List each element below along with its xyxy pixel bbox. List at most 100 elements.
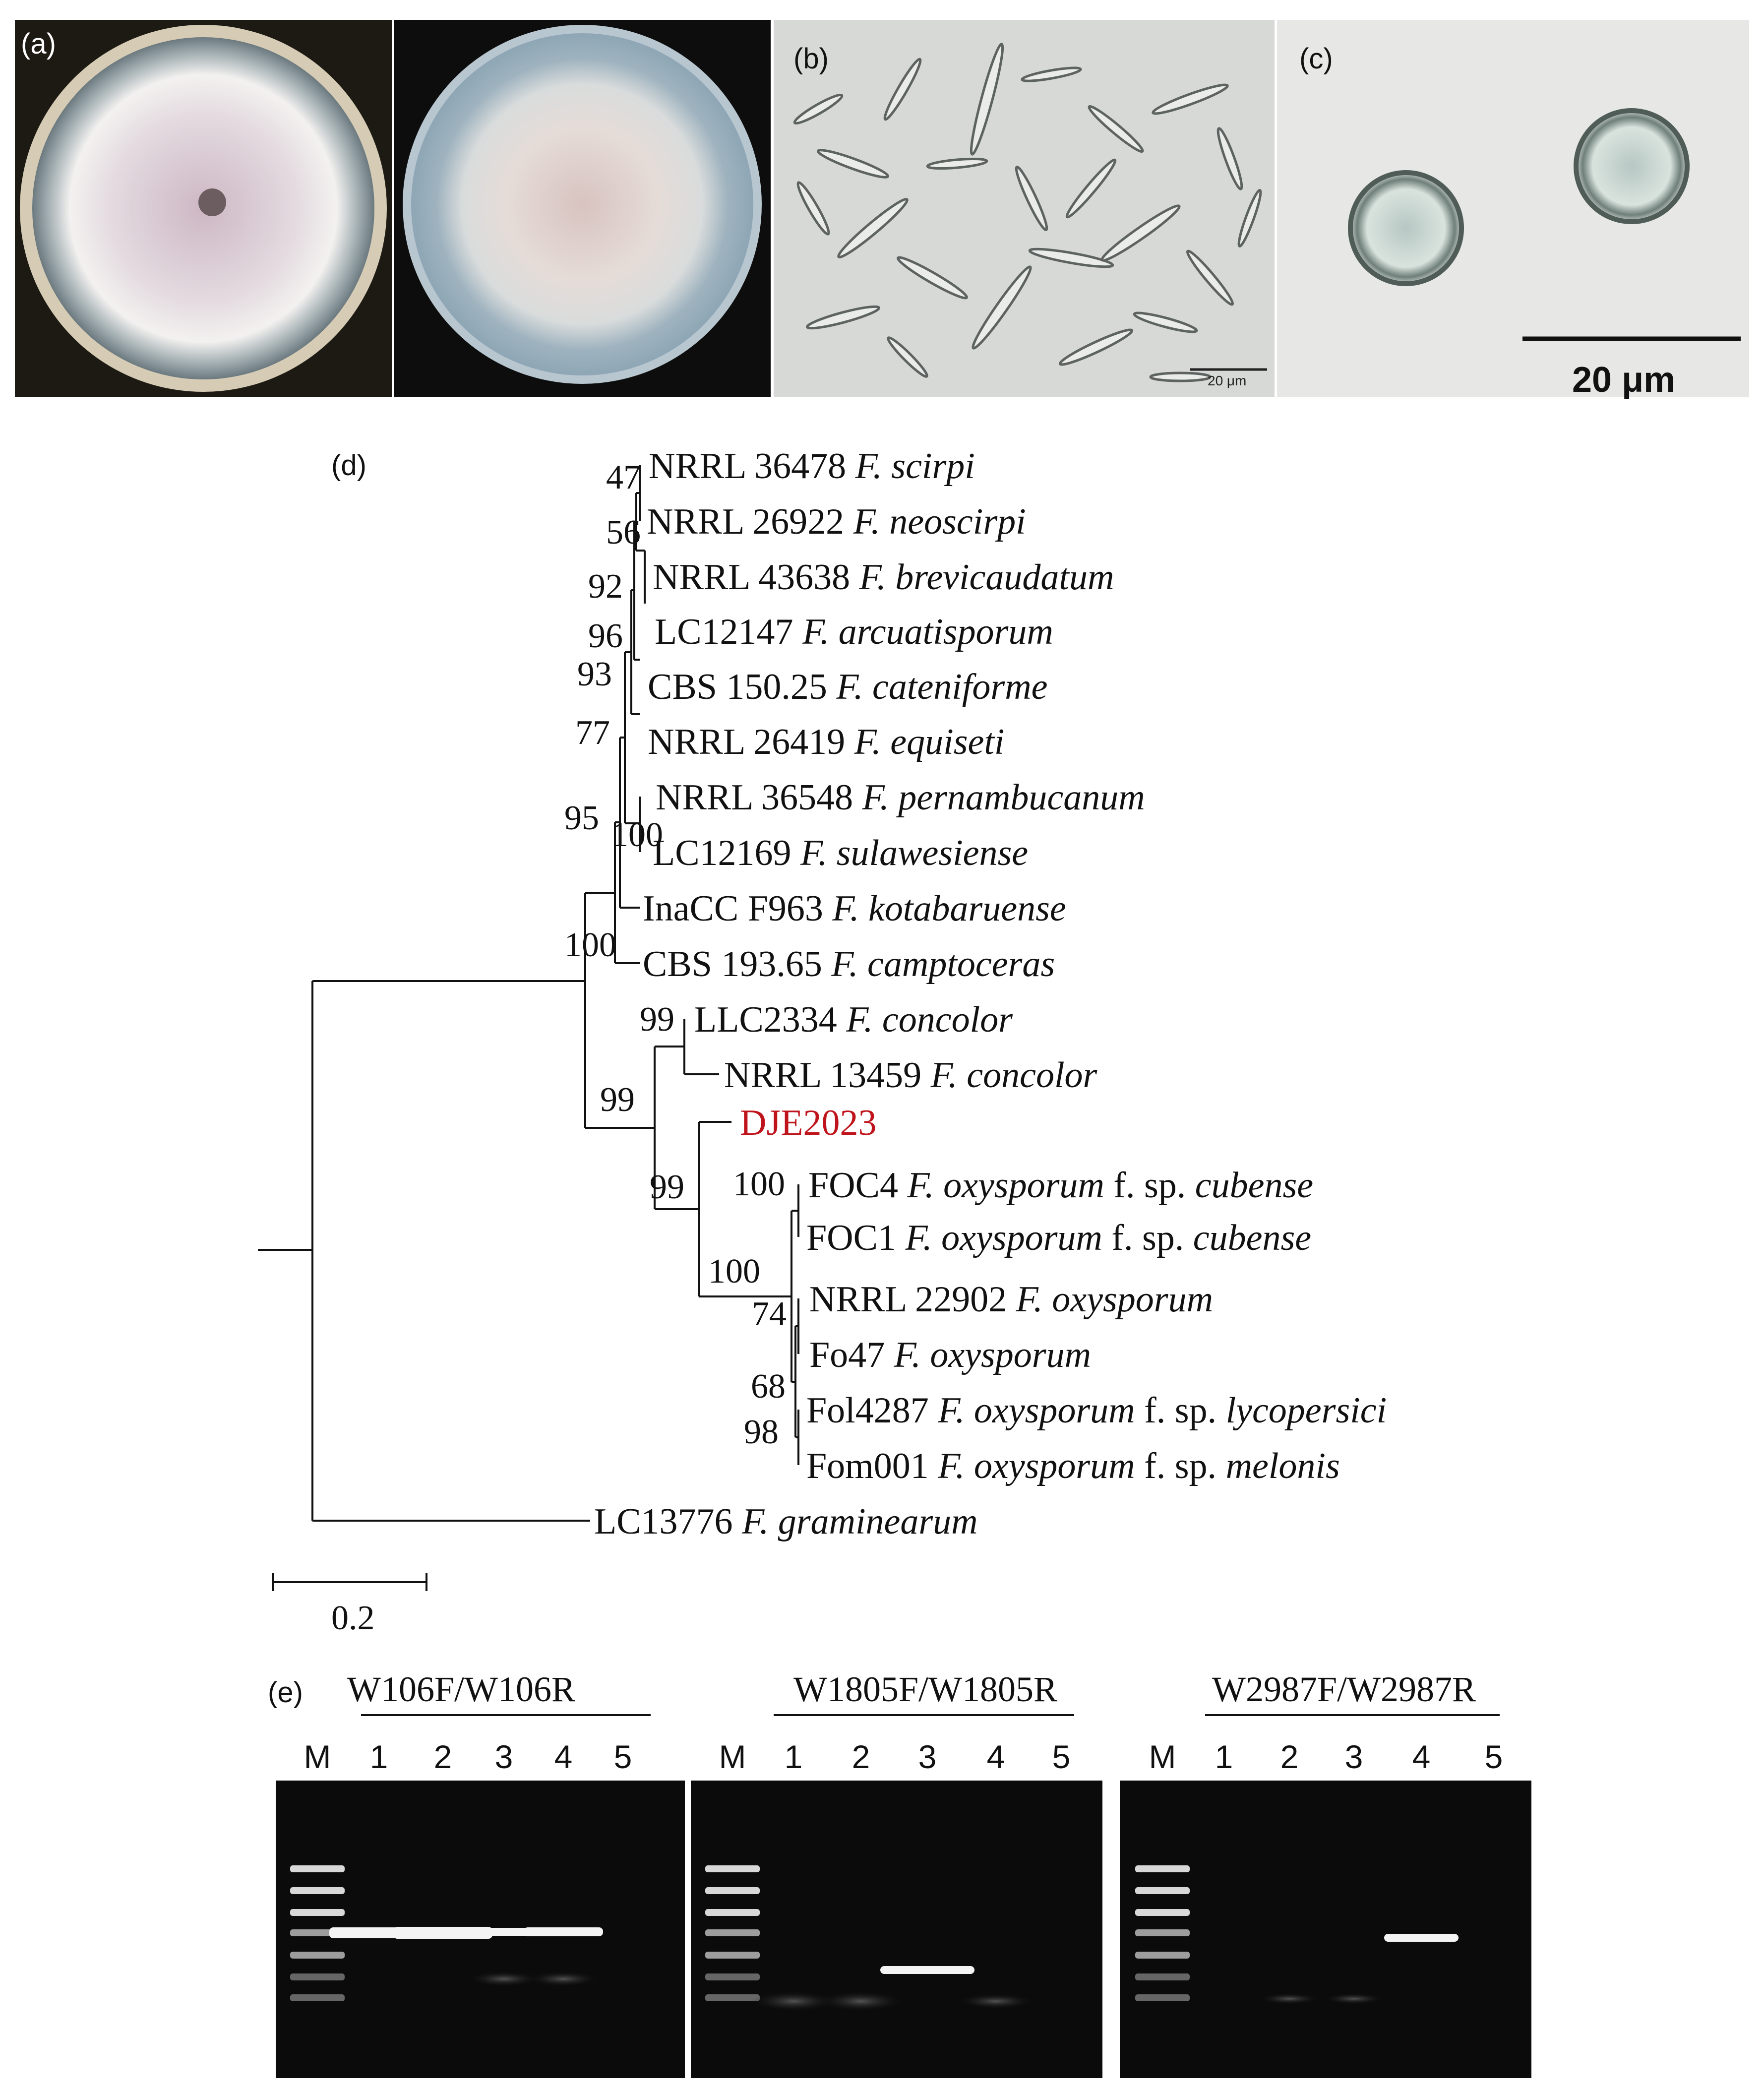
bootstrap-b96: 96: [588, 617, 623, 655]
plate-2-agar: [411, 33, 753, 375]
bootstrap-b100a: 100: [611, 816, 663, 854]
macroconidium: [1028, 247, 1114, 268]
micrograph-b-background: [774, 20, 1275, 397]
macroconidium: [887, 336, 928, 378]
taxon-forma-specialis: cubense: [1195, 1165, 1313, 1206]
taxon-label-arcuatisporum: LC12147 F. arcuatisporum: [655, 612, 1053, 652]
ladder-band: [705, 1929, 760, 1936]
taxon-strain: LC12169: [653, 833, 791, 873]
taxon-genus: F. brevicaudatum: [850, 557, 1114, 598]
gel-smear: [529, 1971, 598, 1986]
gel-image: [691, 1781, 1102, 2078]
macroconidium: [1186, 249, 1234, 306]
lane-label: 1: [785, 1738, 803, 1775]
taxon-genus: F. arcuatisporum: [793, 612, 1053, 652]
ladder-band: [705, 1865, 760, 1872]
taxon-label-foc1: FOC1 F. oxysporum f. sp. cubense: [806, 1218, 1311, 1258]
panel-label-b: (b): [793, 43, 829, 75]
macroconidium: [1100, 204, 1181, 262]
macroconidia: [793, 43, 1262, 382]
plate-1-inoculum: [198, 188, 226, 216]
ladder-band: [1135, 1887, 1190, 1894]
ladder-band: [1135, 1909, 1190, 1916]
taxon-label-graminearum: LC13776 F. graminearum: [594, 1501, 978, 1542]
bootstrap-b100d: 100: [708, 1252, 760, 1291]
taxon-forma: f. sp.: [1135, 1390, 1226, 1431]
ladder-band: [705, 1952, 760, 1959]
marker-lane-label: M: [304, 1738, 331, 1775]
taxon-genus: F. oxysporum: [1007, 1279, 1213, 1320]
lane-label: 1: [1215, 1738, 1233, 1775]
taxon-label-scirpi: NRRL 36478 F. scirpi: [649, 446, 975, 487]
taxon-strain: NRRL 26922: [647, 501, 844, 542]
marker-lane-label: M: [719, 1738, 746, 1775]
bootstrap-b100c: 100: [733, 1165, 785, 1203]
macroconidium: [1015, 165, 1048, 232]
ladder-band: [705, 1973, 760, 1980]
scale-bar-b-label: 20 μm: [1208, 373, 1246, 388]
bootstrap-b56: 56: [606, 513, 641, 552]
ladder-band: [1135, 1973, 1190, 1980]
macroconidium: [883, 58, 922, 121]
ladder-band: [705, 1887, 760, 1894]
taxon-genus: F. kotabaruense: [823, 888, 1066, 929]
macroconidium: [897, 256, 968, 300]
pcr-band: [880, 1966, 974, 1974]
taxon-genus: F. concolor: [837, 999, 1013, 1040]
macroconidium: [1021, 66, 1082, 82]
taxon-forma: f. sp.: [1135, 1446, 1226, 1486]
taxon-strain: LLC2334: [694, 999, 837, 1040]
taxon-genus: F. cateniforme: [827, 667, 1048, 707]
lane-label: 4: [987, 1738, 1005, 1775]
ladder-band: [1135, 1929, 1190, 1936]
macroconidium: [837, 198, 909, 258]
ladder-band: [290, 1973, 345, 1980]
taxon-label-sulawesiense: LC12169 F. sulawesiense: [653, 833, 1028, 873]
taxon-genus: F. oxysporum: [896, 1218, 1102, 1258]
macroconidium: [816, 149, 890, 179]
taxon-label-concolor2: NRRL 13459 F. concolor: [724, 1055, 1098, 1096]
taxon-genus: F. pernambucanum: [853, 777, 1145, 818]
lane-label: 2: [852, 1738, 870, 1775]
taxon-label-dje: DJE2023: [740, 1103, 876, 1143]
gel-smear: [469, 1971, 539, 1986]
lane-label: 2: [434, 1738, 452, 1775]
macroconidium: [1133, 311, 1198, 333]
panel-label-c: (c): [1299, 43, 1333, 75]
lane-label: 3: [495, 1738, 513, 1775]
taxon-strain: DJE2023: [740, 1103, 876, 1143]
lane-label: 4: [1412, 1738, 1431, 1775]
panel-a: (a): [15, 20, 771, 397]
ladder-band: [705, 1994, 760, 2001]
ladder-band: [1135, 1994, 1190, 2001]
taxon-strain: FOC4: [808, 1165, 898, 1206]
taxon-strain: FOC1: [806, 1218, 896, 1258]
pcr-band: [464, 1928, 544, 1936]
bootstrap-b74: 74: [752, 1295, 787, 1333]
taxon-forma-specialis: lycopersici: [1226, 1390, 1387, 1431]
taxon-forma-specialis: cubense: [1193, 1218, 1311, 1258]
taxon-strain: LC12147: [655, 612, 793, 652]
macroconidium: [793, 93, 844, 125]
taxon-strain: Fol4287: [806, 1390, 929, 1431]
scale-bar-tree-label: 0.2: [331, 1599, 375, 1637]
ladder-band: [290, 1994, 345, 2001]
taxon-label-fom001: Fom001 F. oxysporum f. sp. melonis: [806, 1446, 1340, 1486]
gel-image: [1120, 1781, 1531, 2078]
taxon-strain: NRRL 36548: [656, 777, 853, 818]
taxon-strain: CBS 150.25: [648, 667, 827, 707]
ladder-band: [290, 1887, 345, 1894]
taxon-genus: F. scirpi: [846, 446, 975, 487]
macroconidium: [1065, 158, 1117, 219]
taxon-strain: Fom001: [806, 1446, 929, 1486]
taxon-label-kotabaruense: InaCC F963 F. kotabaruense: [643, 888, 1066, 929]
bootstrap-b77: 77: [575, 714, 610, 752]
taxon-strain: NRRL 26419: [648, 722, 845, 762]
taxon-genus: F. concolor: [921, 1055, 1097, 1096]
